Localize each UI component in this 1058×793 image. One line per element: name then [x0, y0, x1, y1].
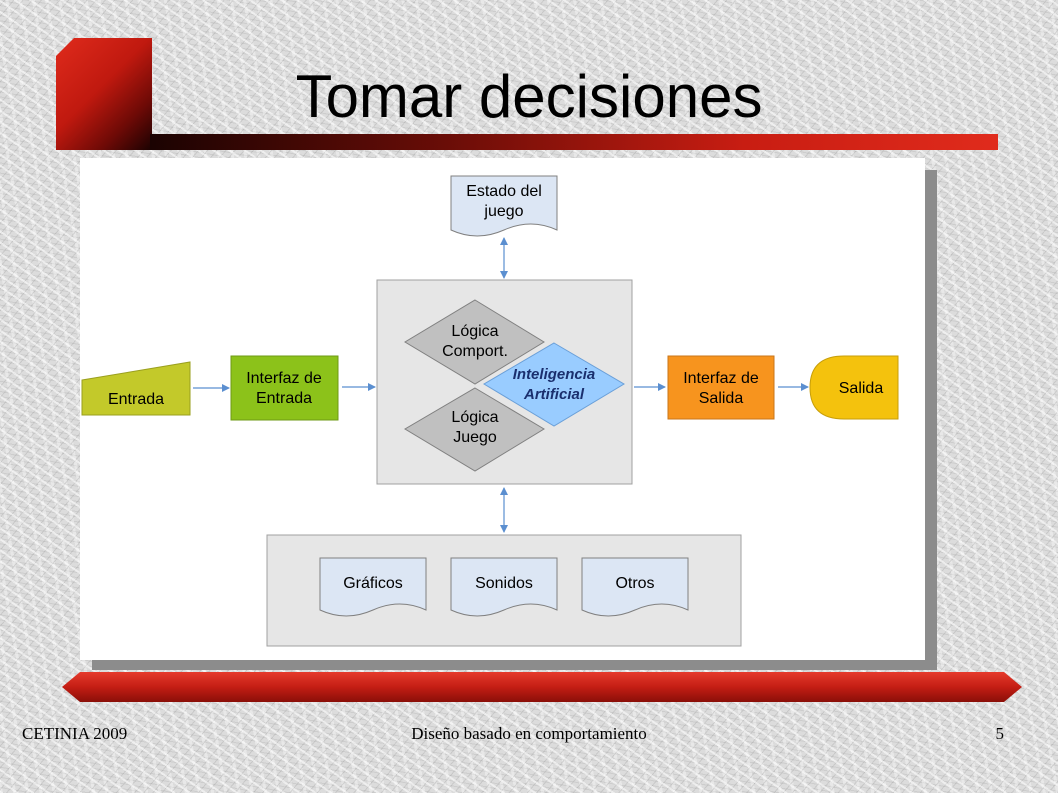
flow-diagram: Estado del juego Lógica Comport. Lógica … — [81, 175, 899, 647]
bottom-decorative-bar — [62, 672, 1022, 702]
graficos-document: Gráficos — [319, 557, 427, 617]
estado-label-line2: juego — [483, 203, 523, 220]
inteligencia-line2: Artificial — [523, 386, 585, 403]
graficos-label: Gráficos — [343, 575, 403, 592]
logica-comport-diamond: Lógica Comport. — [404, 299, 545, 385]
logica-juego-diamond: Lógica Juego — [404, 387, 545, 472]
interfaz-entrada-box: Interfaz de Entrada — [230, 355, 339, 421]
sonidos-document: Sonidos — [450, 557, 558, 617]
entrada-shape: Entrada — [81, 361, 191, 416]
logica-juego-line1: Lógica — [451, 409, 498, 426]
logica-juego-line2: Juego — [453, 429, 497, 446]
otros-document: Otros — [581, 557, 689, 617]
estado-label-line1: Estado del — [466, 183, 542, 200]
interfaz-entrada-line2: Entrada — [256, 390, 312, 407]
interfaz-salida-line1: Interfaz de — [683, 370, 759, 387]
entrada-label: Entrada — [108, 391, 164, 408]
salida-shape: Salida — [809, 355, 899, 420]
footer-left: CETINIA 2009 — [22, 724, 128, 743]
slide-number: 5 — [995, 724, 1005, 743]
title-corner-decoration — [56, 38, 152, 150]
interfaz-entrada-line1: Interfaz de — [246, 370, 322, 387]
title-underline-bar — [150, 134, 998, 150]
logica-comport-line2: Comport. — [442, 343, 508, 360]
sonidos-label: Sonidos — [475, 575, 533, 592]
interfaz-salida-box: Interfaz de Salida — [667, 355, 775, 420]
logica-comport-line1: Lógica — [451, 323, 498, 340]
salida-label: Salida — [839, 380, 884, 397]
otros-label: Otros — [615, 575, 654, 592]
inteligencia-artificial-diamond: Inteligencia Artificial — [483, 342, 625, 427]
diagram-panel: Estado del juego Lógica Comport. Lógica … — [80, 158, 925, 660]
estado-del-juego-document: Estado del juego — [450, 175, 558, 237]
interfaz-salida-line2: Salida — [699, 390, 744, 407]
footer-center: Diseño basado en comportamiento — [411, 724, 647, 743]
inteligencia-line1: Inteligencia — [513, 366, 596, 383]
slide-title: Tomar decisiones — [295, 63, 763, 130]
